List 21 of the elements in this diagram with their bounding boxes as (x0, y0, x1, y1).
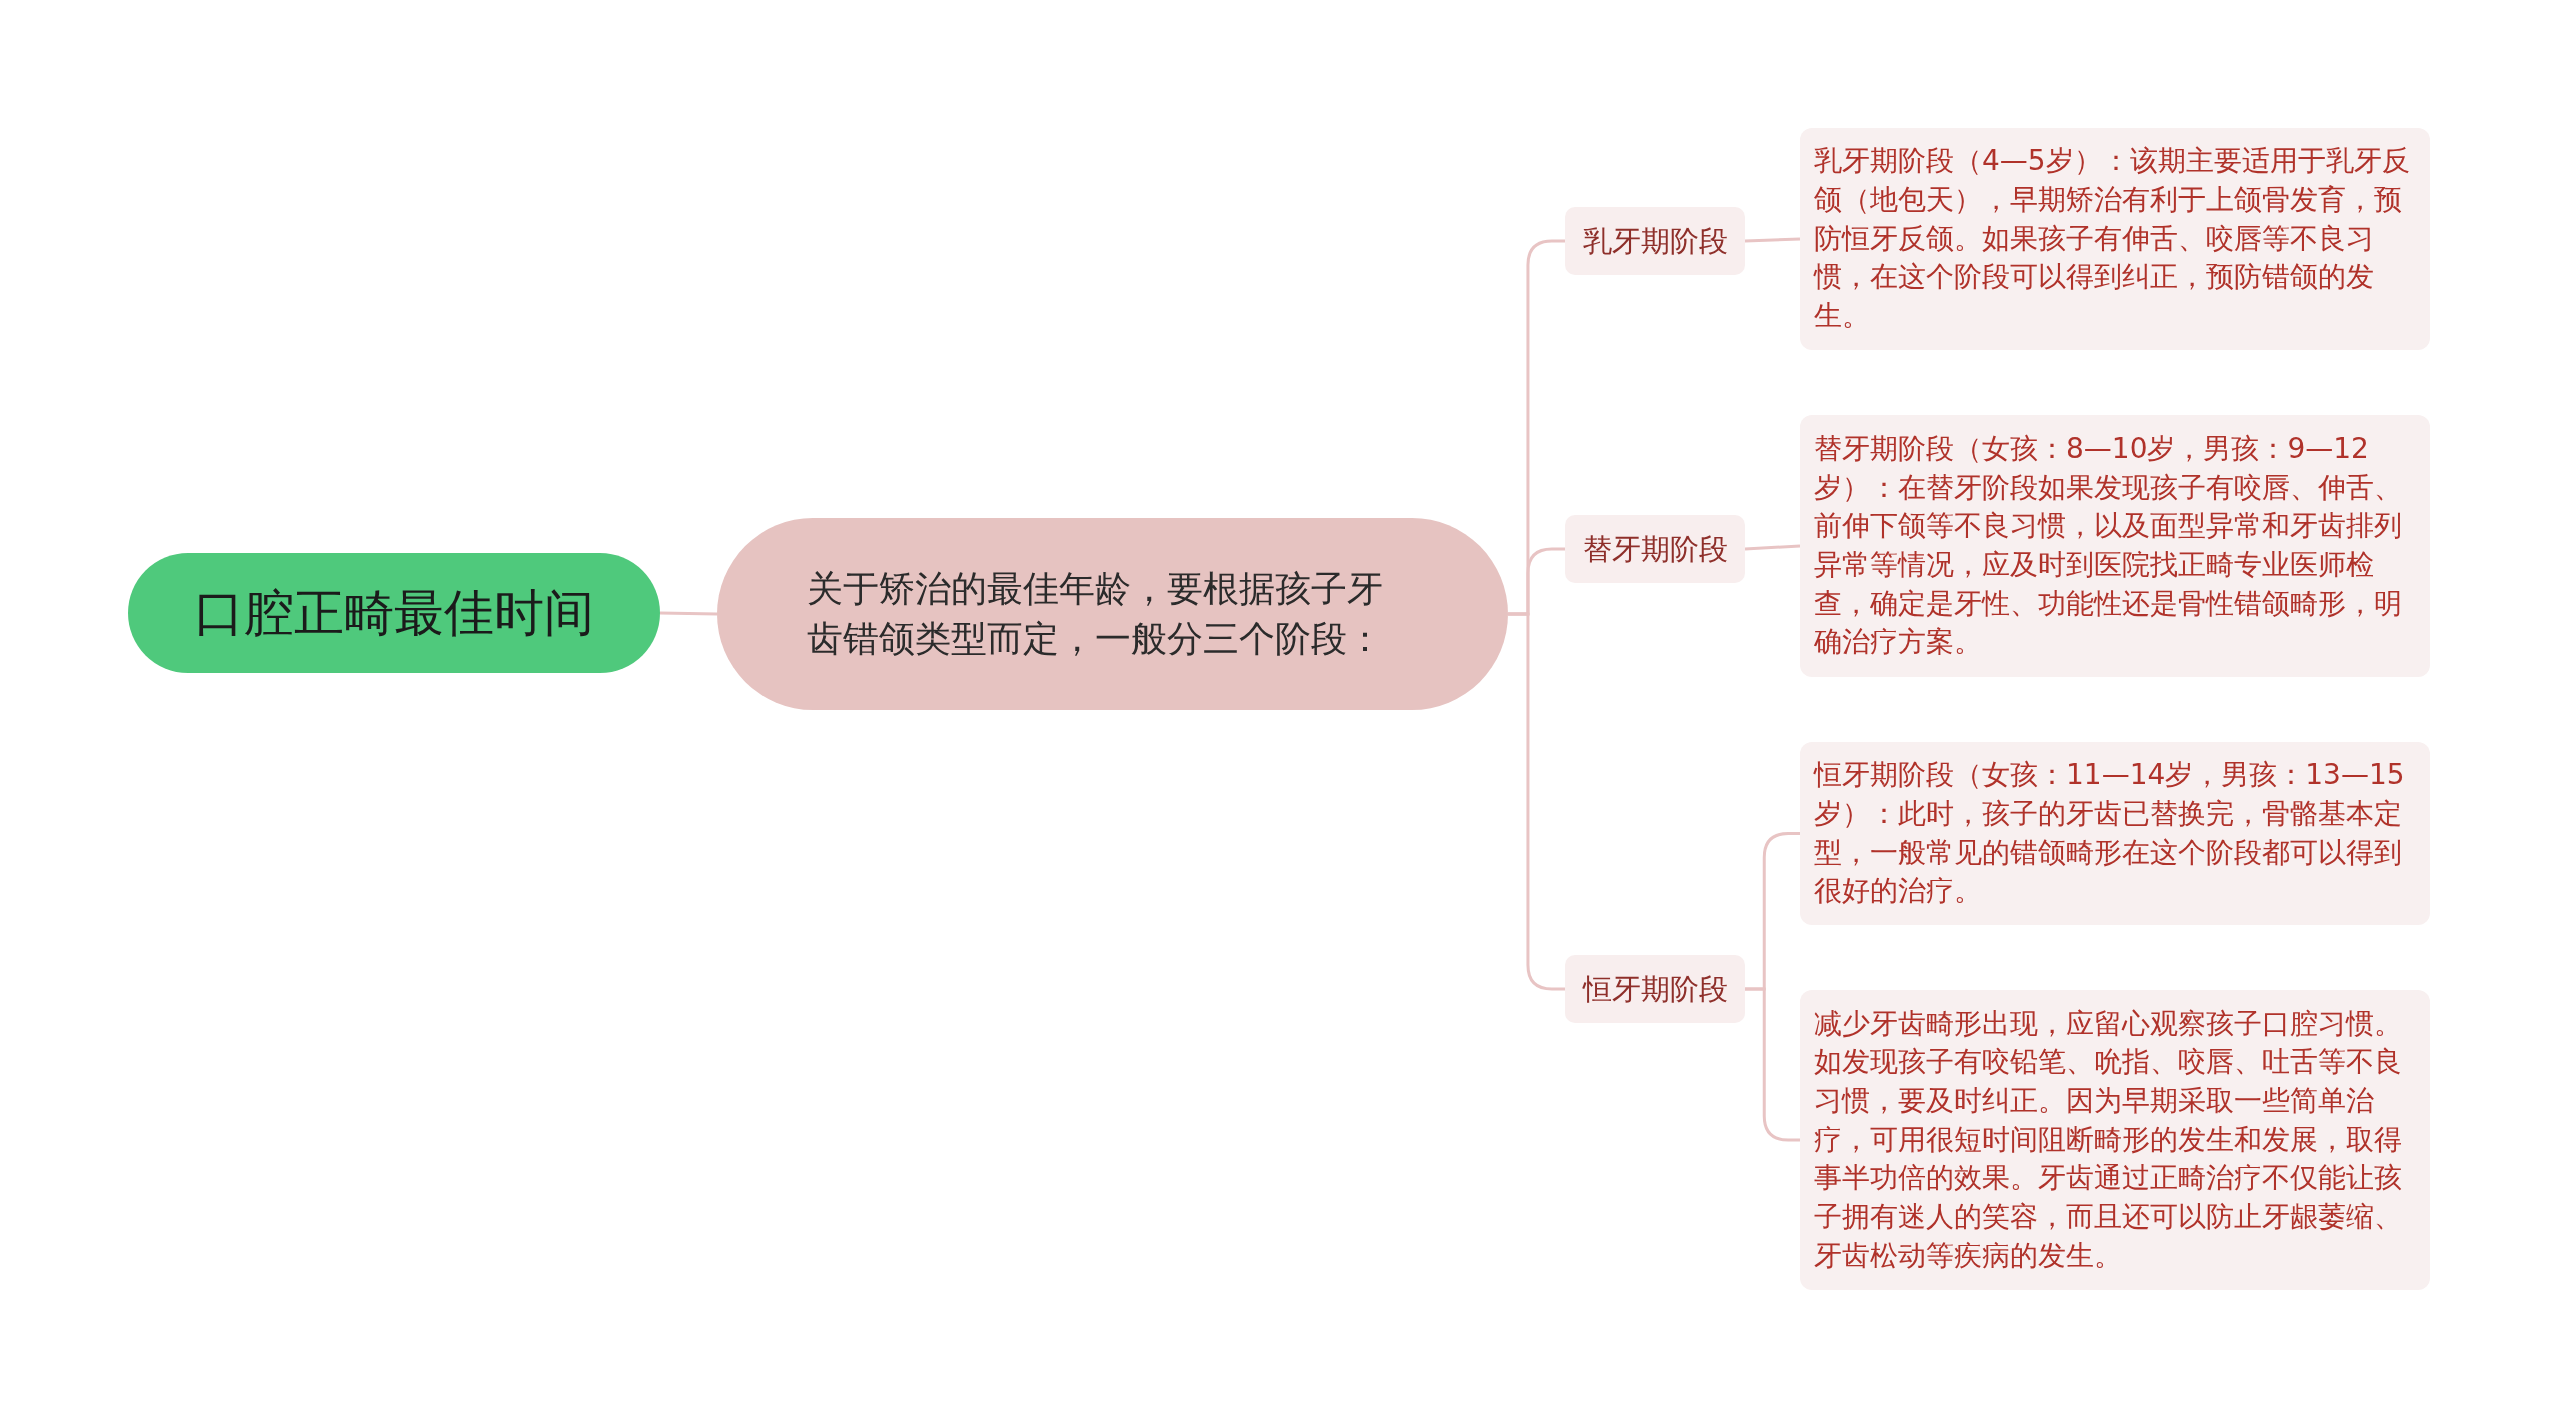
connector-line (1744, 237, 1801, 243)
node-text: 恒牙期阶段（女孩：11—14岁，男孩：13—15岁）：此时，孩子的牙齿已替换完，骨骼基本定型，一般常见的错颌畸形在这个阶段都可以得到很好的治疗。 (1814, 757, 2406, 910)
stage-node (1565, 207, 1745, 275)
node-text: 替牙期阶段（女孩：8—10岁，男孩：9—12岁）：在替牙阶段如果发现孩子有咬唇、伸舌、前伸下颌等不良习惯，以及面型异常和牙齿排列异常等情况，应及时到医院找正畸专业医师检查，确定是牙性、功能性还是骨性错颌畸形，明确治疗方案。 (1814, 431, 2403, 661)
note-card (1800, 415, 2430, 677)
node-text: 恒牙期阶段 (1582, 970, 1728, 1008)
connector-line (1508, 612, 1565, 991)
stage-node (1565, 515, 1745, 583)
connector-line (1744, 544, 1801, 551)
note-card (1800, 128, 2430, 350)
node-text: 关于矫治的最佳年龄，要根据孩子牙齿错颌类型而定，一般分三个阶段： (807, 566, 1384, 661)
connector-line (659, 611, 718, 616)
node-text: 减少牙齿畸形出现，应留心观察孩子口腔习惯。如发现孩子有咬铅笔、吮指、咬唇、吐舌等不良习惯，要及时纠正。因为早期采取一些简单治疗，可用很短时间阻断畸形的发生和发展，取得事半功倍的效果。牙齿通过正畸治疗不仅能让孩子拥有迷人的笑容，而且还可以防止牙龈萎缩、牙齿松动等疾病的发生。 (1814, 1005, 2403, 1274)
connector-line (1745, 987, 1800, 1142)
note-card (1800, 742, 2430, 925)
note-card (1800, 990, 2430, 1290)
node-text: 口腔正畸最佳时间 (194, 583, 594, 644)
node-text: 乳牙期阶段（4—5岁）：该期主要适用于乳牙反颌（地包天），早期矫治有利于上颌骨发育，预防恒牙反颌。如果孩子有伸舌、咬唇等不良习惯，在这个阶段可以得到纠正，预防错颌的发生。 (1814, 143, 2411, 334)
stage-node (1565, 955, 1745, 1023)
node-text: 乳牙期阶段 (1582, 222, 1728, 260)
node-text: 替牙期阶段 (1582, 530, 1728, 568)
